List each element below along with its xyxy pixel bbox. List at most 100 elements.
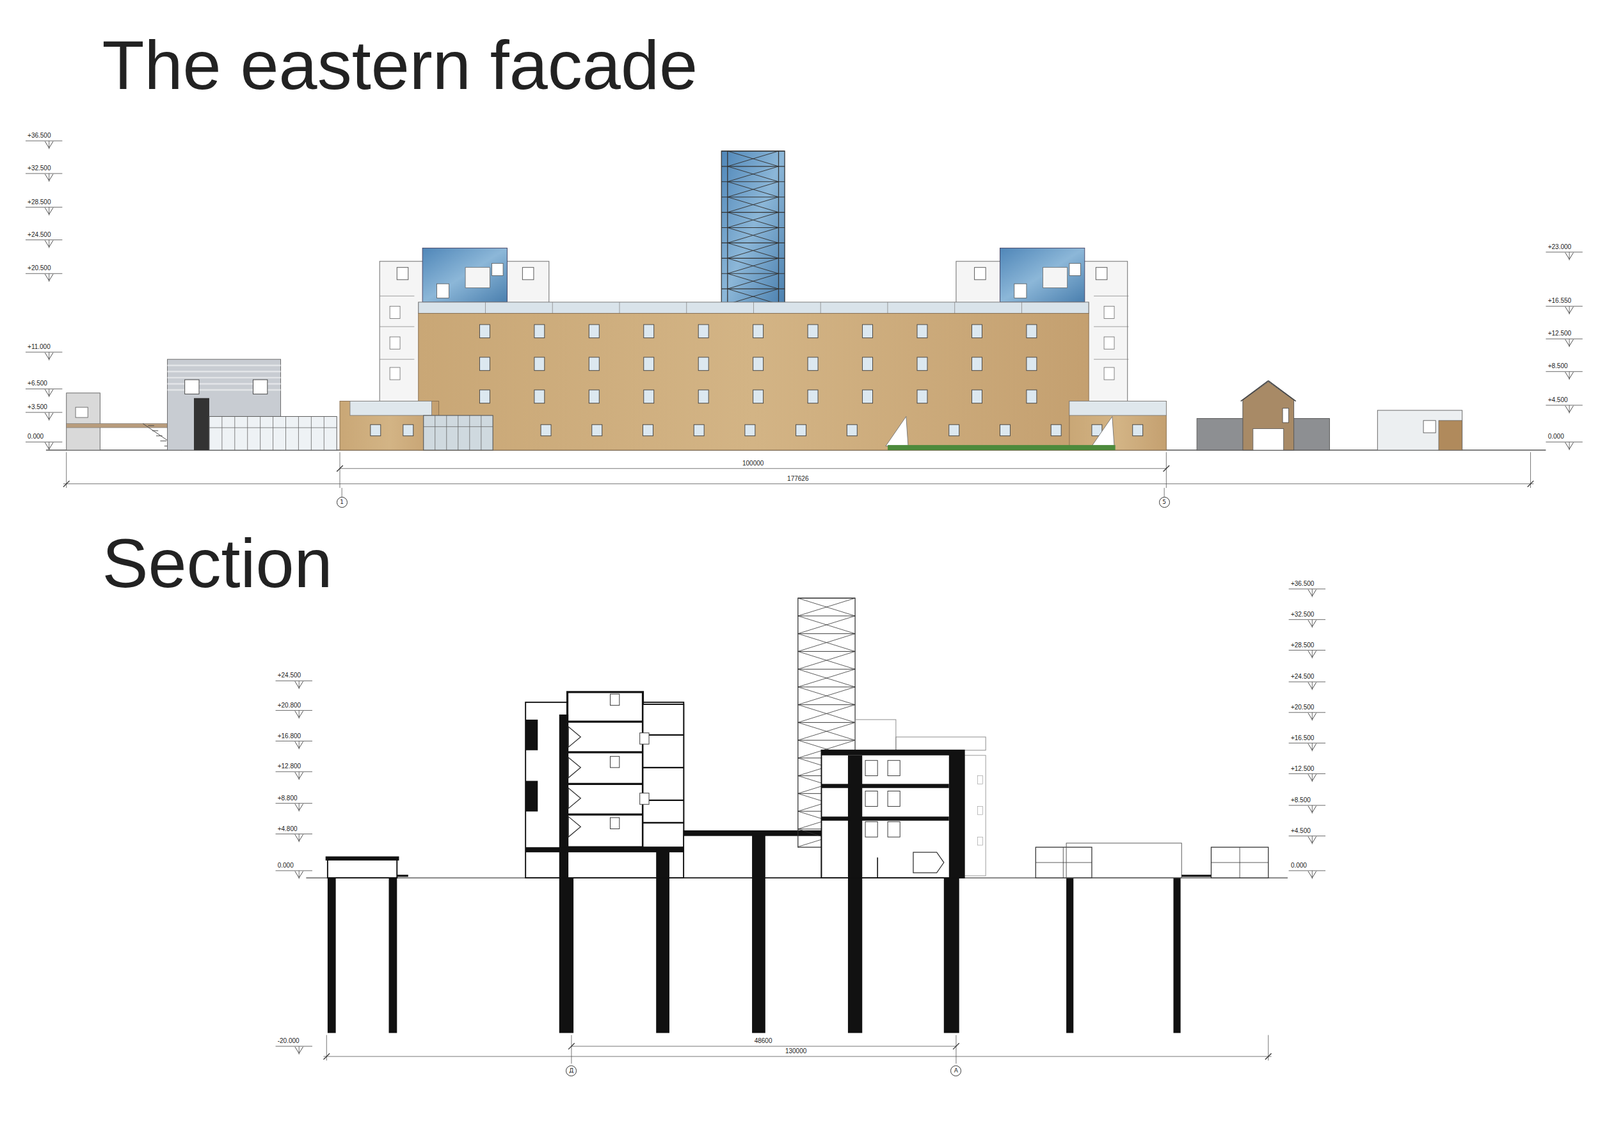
window	[977, 805, 983, 815]
level-mark-value: +28.500	[27, 199, 51, 206]
level-stem	[298, 771, 300, 780]
level-mark	[1545, 305, 1583, 307]
mullion	[485, 302, 486, 314]
level-mark-value: +8.500	[1548, 362, 1568, 370]
transom	[1035, 862, 1092, 863]
lattice-bar	[798, 686, 856, 705]
cladding-stripe	[167, 376, 281, 379]
deck	[66, 423, 179, 428]
level-mark-value: +24.500	[1290, 673, 1314, 680]
floor-slab	[567, 750, 644, 753]
level-stem	[1569, 405, 1570, 414]
lattice-bar	[727, 273, 779, 289]
wall	[949, 750, 965, 878]
window	[534, 357, 545, 371]
window	[698, 357, 709, 371]
level-mark-value: +28.500	[1290, 641, 1314, 649]
level-mark-value: +11.000	[27, 343, 51, 351]
mullion	[753, 302, 754, 314]
window	[865, 760, 878, 776]
extension-line	[1530, 451, 1531, 488]
level-mark	[1288, 804, 1326, 806]
lattice-bar	[727, 151, 779, 167]
opening	[1253, 428, 1284, 450]
window	[1026, 324, 1037, 338]
stair	[147, 424, 155, 426]
pile	[1066, 877, 1074, 1033]
window	[807, 357, 818, 371]
wall	[525, 780, 538, 812]
axis-leader	[341, 487, 343, 497]
lattice-bar	[727, 212, 779, 228]
window	[403, 424, 414, 436]
floor-slab	[642, 821, 684, 824]
level-stem	[48, 207, 50, 216]
window	[588, 324, 600, 338]
window	[1069, 263, 1081, 276]
window	[479, 389, 490, 404]
lattice-bar	[727, 212, 779, 228]
lattice-tower	[721, 151, 785, 304]
window	[479, 324, 490, 338]
glass-pavilion	[1035, 846, 1092, 878]
level-stem	[1312, 805, 1313, 814]
lattice-bar	[798, 668, 856, 687]
roof-edge	[1268, 380, 1296, 402]
level-mark-value: +8.500	[1290, 796, 1311, 804]
extension-line	[570, 1034, 572, 1064]
level-stem	[1312, 681, 1313, 690]
section-block	[821, 750, 964, 878]
window	[1423, 420, 1436, 433]
lawn	[887, 444, 1116, 450]
dimension-tick	[323, 1052, 330, 1060]
window	[370, 424, 381, 436]
lattice-bar	[721, 181, 785, 182]
window	[640, 792, 649, 805]
level-mark	[275, 869, 313, 871]
lattice-bar	[798, 721, 856, 740]
level-mark	[25, 173, 63, 175]
floor-slab	[567, 720, 644, 723]
lattice-bar	[721, 165, 785, 167]
mullion	[323, 416, 325, 450]
level-mark	[275, 802, 313, 804]
stair-symbol	[568, 816, 581, 837]
window	[643, 324, 655, 338]
glass-panel	[999, 247, 1085, 302]
level-mark	[1545, 404, 1583, 406]
window	[1282, 408, 1289, 423]
mullion	[285, 416, 287, 450]
stair-symbol	[568, 787, 581, 809]
level-mark-value: +32.500	[27, 165, 51, 172]
window	[396, 267, 409, 280]
axis-label: А	[954, 1067, 959, 1074]
level-mark-value: +8.800	[277, 794, 298, 802]
level-mark	[1288, 649, 1326, 651]
window	[753, 324, 764, 338]
level-mark-value: +24.500	[277, 672, 301, 679]
window	[693, 424, 704, 436]
level-mark	[25, 140, 63, 142]
level-stem	[48, 352, 50, 361]
window	[971, 389, 982, 404]
dimension-tick	[952, 1042, 960, 1049]
floor-line	[379, 326, 415, 328]
window	[1132, 424, 1144, 436]
level-mark	[275, 740, 313, 742]
mullion	[457, 415, 459, 450]
level-stem	[48, 273, 50, 282]
level-mark-value: 0.000	[1548, 433, 1565, 440]
lattice-bar	[727, 166, 779, 182]
wall	[525, 719, 538, 751]
transom	[1210, 862, 1268, 863]
lattice-bar	[798, 597, 856, 616]
lattice-bar	[727, 181, 779, 198]
mullion	[480, 415, 482, 450]
window	[698, 389, 709, 404]
level-mark-value: +32.500	[1290, 611, 1314, 618]
level-stem	[48, 441, 50, 450]
level-mark-value: +20.800	[277, 702, 301, 709]
window	[865, 821, 878, 837]
lattice-bar	[721, 242, 785, 244]
lattice-bar	[798, 668, 856, 687]
